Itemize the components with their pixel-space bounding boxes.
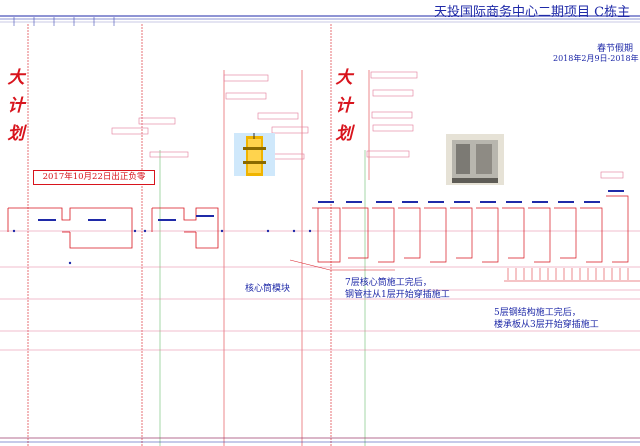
core-tube-note: 7层核心筒施工完后， 钢管柱从1层开始穿插施工 [345, 277, 450, 301]
timeline-rows [0, 231, 640, 350]
aluminium-formwork-photo [446, 134, 504, 185]
top-tick-marks [14, 17, 114, 26]
core-tube-note-line: 7层核心筒施工完后， [345, 277, 450, 289]
big-plan-label-left: 大 计 划 [6, 64, 26, 148]
big-plan-label-right: 大 计 划 [334, 64, 354, 148]
annotation-boxes [112, 72, 623, 178]
page-title: 天投国际商务中心二期项目 C栋主 [434, 1, 640, 17]
steel-structure-note-line: 5层钢结构施工完后， [494, 307, 599, 319]
core-module-note: 核心筒模块 [245, 283, 290, 295]
big-plan-char: 计 [334, 92, 354, 120]
green-vertical-lines [160, 150, 365, 446]
core-module-left [8, 208, 132, 248]
zero-level-date-banner: 2017年10月22日出正负零 [33, 170, 155, 185]
steel-structure-note-line: 楼承板从3层开始穿插施工 [494, 319, 599, 331]
milestone-lines [28, 24, 331, 446]
core-tube-note-line: 钢管柱从1层开始穿插施工 [345, 289, 450, 301]
big-plan-char: 大 [334, 64, 354, 92]
big-plan-char: 划 [334, 120, 354, 148]
floor-blocks [312, 196, 628, 262]
core-tower-photo [234, 133, 275, 176]
lower-right-ticks [508, 268, 628, 280]
big-plan-char: 计 [6, 92, 26, 120]
tower-photo-drawing [234, 133, 275, 176]
formwork-photo-drawing [446, 134, 504, 185]
big-plan-char: 划 [6, 120, 26, 148]
big-plan-char: 大 [6, 64, 26, 92]
steel-structure-note: 5层钢结构施工完后， 楼承板从3层开始穿插施工 [494, 307, 599, 331]
core-module-middle [152, 208, 218, 248]
node-markers [13, 230, 311, 264]
holiday-dates: 2018年2月9日-2018年 [553, 53, 640, 64]
